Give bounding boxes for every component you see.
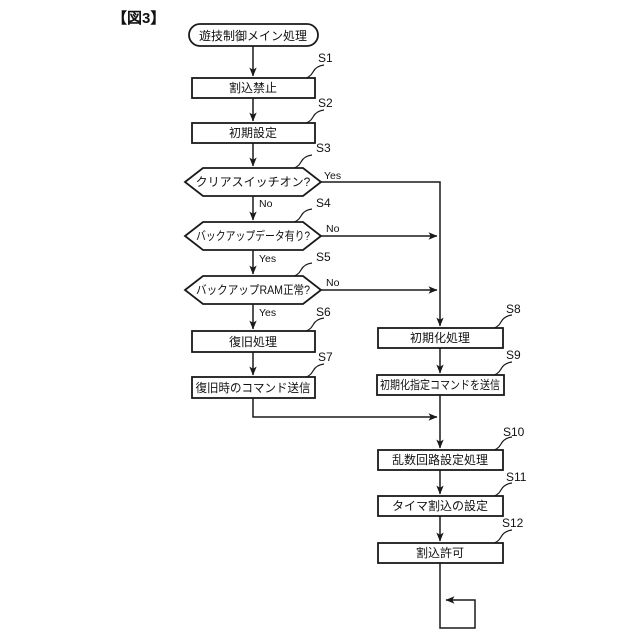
step-number-s7: S7 [318,350,333,364]
node-s10-label: 乱数回路設定処理 [392,452,488,467]
node-start-label: 遊技制御メイン処理 [199,28,307,43]
step-number-s5: S5 [316,250,331,264]
step-number-s8: S8 [506,302,521,316]
step-number-s11: S11 [506,470,527,484]
step-number-s10: S10 [503,425,525,439]
node-start-terminator [188,23,319,47]
node-s5-label: バックアップRAM正常? [196,283,310,297]
node-s9-process [376,374,505,396]
leader-s12 [489,529,513,545]
node-s9-label: 初期化指定コマンドを送信 [380,377,500,392]
connector-s7-merge [252,398,438,421]
node-s6-process [191,330,316,353]
node-s3-decision [183,167,323,197]
node-s1-label: 割込禁止 [229,80,277,95]
step-number-s1: S1 [318,51,333,65]
branch-label-s4-yes: Yes [259,253,276,265]
node-s10-process [377,449,504,471]
leader-s3 [289,154,313,170]
leader-s8 [489,314,513,330]
leader-s2 [301,109,325,125]
leader-s1 [301,64,325,80]
node-s2-process [191,122,316,144]
node-s2-label: 初期設定 [229,125,277,140]
node-s7-label: 復旧時のコマンド送信 [196,380,311,395]
node-s3-label: クリアスイッチオン? [196,175,311,189]
branch-label-s5-no: No [326,277,340,289]
leader-s10 [489,436,513,452]
node-s11-process [377,495,504,517]
step-number-s9: S9 [506,348,521,362]
leader-s7 [301,363,325,379]
step-number-s6: S6 [316,305,331,319]
branch-label-s3-no: No [259,198,273,210]
leader-s6 [301,317,325,333]
node-s6-label: 復旧処理 [229,334,277,349]
node-s1-process [191,77,316,99]
branch-label-s5-yes: Yes [259,307,276,319]
branch-label-s3-yes: Yes [324,170,341,182]
node-s7-process [191,376,316,399]
node-s12-process [377,542,504,564]
leader-s9 [489,361,513,377]
step-number-s3: S3 [316,141,331,155]
figure-label: 【図3】 [112,9,165,27]
leader-s4 [289,208,313,224]
node-s4-label: バックアップデータ有り? [196,228,310,243]
step-number-s2: S2 [318,96,333,110]
node-s12-label: 割込許可 [416,545,464,560]
node-s8-label: 初期化処理 [410,331,470,345]
step-number-s12: S12 [502,516,524,530]
step-number-s4: S4 [316,196,331,210]
leader-s11 [489,482,513,498]
connector-s3-yes-s8 [321,181,444,327]
branch-label-s4-no: No [326,223,340,235]
node-s8-process [377,327,504,349]
node-s5-decision [183,275,323,305]
node-s4-decision [183,221,323,251]
leader-s5 [289,262,313,278]
node-s11-label: タイマ割込の設定 [392,498,488,513]
connector-endless-loop [439,563,476,629]
